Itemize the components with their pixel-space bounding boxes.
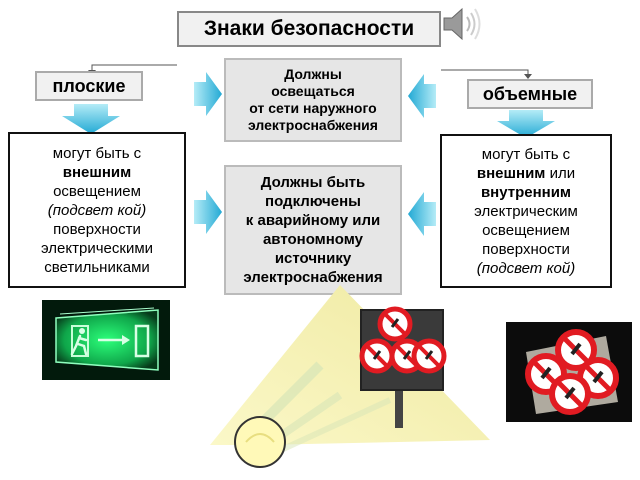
volume-sign-image xyxy=(506,322,632,422)
page-title: Знаки безопасности xyxy=(177,11,441,47)
exit-sign-image xyxy=(42,300,170,380)
no-fire-sign-icon xyxy=(525,329,619,415)
emergency-power-box: Должны быть подключены к аварийному или … xyxy=(224,165,402,295)
down-arrow-right-icon xyxy=(497,110,555,138)
volume-signs-description: могут быть с внешним или внутренним элек… xyxy=(440,134,612,288)
speaker-icon[interactable] xyxy=(440,4,484,44)
arrow-right-icon xyxy=(194,72,222,116)
exit-sign-icon xyxy=(55,307,159,371)
flat-signs-description: могут быть с внешним освещением (подсвет… xyxy=(8,132,186,288)
flat-signs-label: плоские xyxy=(35,71,143,101)
arrow-right-icon xyxy=(194,190,222,234)
arrow-left-icon xyxy=(408,192,436,236)
lamp-icon xyxy=(234,416,286,468)
outdoor-lighting-box: Должны освещаться от сети наружного элек… xyxy=(224,58,402,142)
no-fire-sign-icon xyxy=(359,306,447,428)
volume-signs-label: объемные xyxy=(467,79,593,109)
down-arrow-left-icon xyxy=(62,104,120,134)
arrow-left-icon xyxy=(408,74,436,118)
